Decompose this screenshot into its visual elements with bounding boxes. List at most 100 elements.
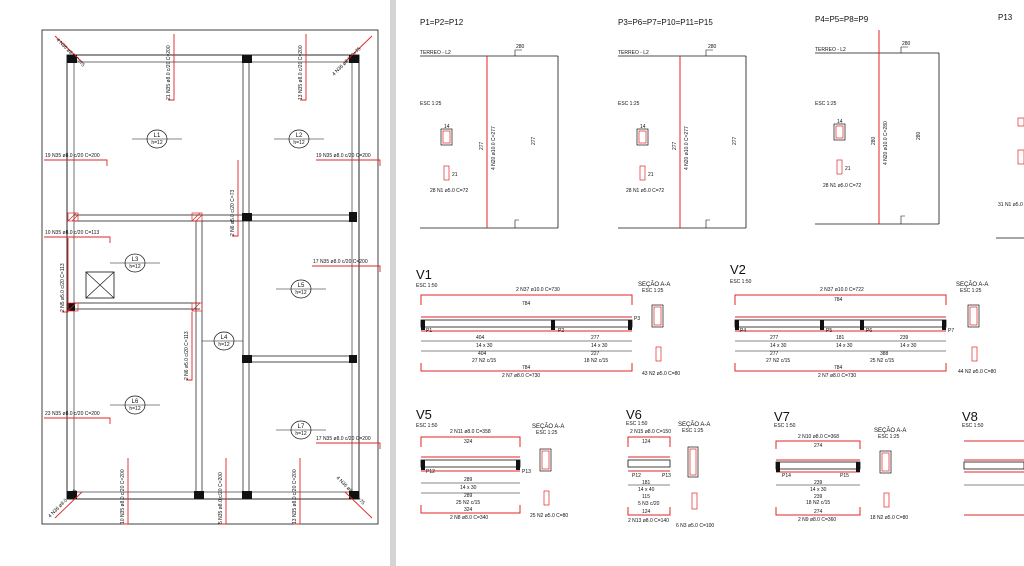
- dim-text: 289: [464, 477, 473, 483]
- slab-thickness: h=12: [151, 140, 162, 146]
- dim-text: 239: [814, 480, 823, 486]
- dim-text: 239: [900, 335, 909, 341]
- stirrup-spacing: 5 N3 c/20: [638, 501, 660, 507]
- support-label: P4: [740, 328, 746, 334]
- details-drawing: P1=P2=P12 TERREO - L2 280 ESC 1:25 4 N20…: [416, 13, 1024, 529]
- dim-text: 115: [642, 494, 650, 500]
- dim-text: 280: [871, 136, 877, 145]
- dim-text: 280: [708, 44, 717, 50]
- dim-text: 277: [479, 141, 485, 150]
- stirrup-text: 25 N2 ø5.0 C=80: [530, 513, 568, 519]
- pillar-detail-2: P3=P6=P7=P10=P11=P15 TERREO - L2 280 ESC…: [618, 18, 747, 229]
- scale-label: ESC 1:50: [416, 423, 438, 429]
- support-label: P2: [558, 328, 564, 334]
- svg-text:ESC 1:50: ESC 1:50: [962, 423, 984, 429]
- section-scale: ESC 1:25: [878, 434, 900, 440]
- slab-label: L2: [296, 133, 303, 139]
- support-label: P13: [522, 469, 531, 475]
- dim-text: 277: [732, 136, 738, 145]
- section-title: SEÇÃO A-A: [532, 423, 564, 430]
- pillars: [67, 55, 359, 499]
- stirrup-spacing: 25 N2 c/15: [870, 358, 894, 364]
- scale-label: ESC 1:50: [416, 283, 438, 289]
- stirrup-text: 28 N1 ø5.0 C=72: [626, 188, 664, 194]
- dim-text: 784: [834, 297, 843, 303]
- pillar-title: P13: [998, 13, 1013, 22]
- section-scale: ESC 1:25: [642, 288, 664, 294]
- corner-rebar: 4 N36 ø8.0 C=75 4 N36 ø8.0 C=75 4 N36 ø8…: [47, 35, 373, 519]
- slab-label: L1: [154, 133, 161, 139]
- scale-label: ESC 1:25: [618, 101, 640, 107]
- rebar-callouts-horizontal: 19 N35 ø8.0 c/20 C=200 19 N35 ø8.0 c/20 …: [44, 153, 381, 449]
- slab-L7: L7 h=12: [276, 420, 326, 440]
- dim-text: 124: [642, 439, 651, 445]
- dim-text: 324: [464, 507, 473, 513]
- dim-text: 404: [476, 335, 485, 341]
- rebar-text: 17 N35 ø8.0 c/20 C=200: [316, 436, 371, 442]
- stirrup-text: 18 N2 ø5.0 C=80: [870, 515, 908, 521]
- beam-title: V5: [416, 407, 432, 422]
- dim-text: 274: [814, 443, 823, 449]
- rebar-text: 13 N35 ø8.0 c/20 C=200: [292, 469, 298, 524]
- scale-label: ESC 1:50: [626, 421, 648, 427]
- slab-thickness: h=12: [218, 342, 229, 348]
- scale-label: ESC 1:25: [815, 101, 837, 107]
- section-dim: 14: [837, 119, 843, 125]
- stirrup-spacing: 25 N2 c/15: [456, 500, 480, 506]
- dim-text: 14 x 30: [476, 343, 493, 349]
- stirrup-text: 31 N1 ø5.0: [998, 202, 1023, 208]
- slab-L6: L6 h=12: [110, 395, 160, 415]
- dim-text: 14 x 30: [900, 343, 917, 349]
- support-label: P15: [840, 473, 849, 479]
- dim-text: 227: [591, 351, 600, 357]
- slab-L2: L2 h=12: [274, 129, 324, 149]
- pillar-detail-4: P13 31 N1 ø5.0: [996, 13, 1024, 239]
- beam-detail-V5: V5 ESC 1:50 2 N11 ø8.0 C=358 324 P12 P13…: [416, 407, 568, 521]
- support-label: P12: [426, 469, 435, 475]
- rebar-text: 2 N13 ø8.0 C=140: [628, 518, 669, 524]
- dim-text: 324: [464, 439, 473, 445]
- dim-text: 274: [814, 509, 823, 515]
- section-dim: 14: [640, 124, 646, 130]
- rebar-text: 2 N9 ø8.0 C=360: [798, 517, 836, 523]
- floor-plan-sheet: L1 h=12 L2 h=12 L3 h=12 L4 h=12 L5 h=12 …: [0, 0, 390, 566]
- dim-text: 124: [642, 509, 651, 515]
- svg-text:21: 21: [452, 172, 458, 178]
- beam-frame: [66, 54, 360, 500]
- hatched-supports: [67, 212, 203, 312]
- stirrup-spacing: 18 N2 c/15: [584, 358, 608, 364]
- rebar-text: 2 N10 ø8.0 C=368: [798, 434, 839, 440]
- scale-label: ESC 1:50: [774, 423, 796, 429]
- dim-text: 181: [642, 480, 651, 486]
- dim-text: 280: [516, 44, 525, 50]
- rebar-text: 4 N20 ø10.0 C=277: [684, 126, 690, 170]
- rebar-text: 5 N35 ø8.0 c/20 C=200: [218, 472, 224, 524]
- rebar-text: 4 N36 ø8.0 C=75: [55, 37, 86, 68]
- stirrup-spacing: 27 N2 c/15: [472, 358, 496, 364]
- rebar-text: 19 N35 ø8.0 c/20 C=200: [45, 153, 100, 159]
- rebar-text: 2 N37 ø10.0 C=722: [820, 287, 864, 293]
- beam-title: V8: [962, 409, 978, 424]
- dim-text: 14 x 30: [770, 343, 787, 349]
- dim-text: 14 x 40: [638, 487, 655, 493]
- pillar-detail-1: P1=P2=P12 TERREO - L2 280 ESC 1:25 4 N20…: [420, 18, 559, 229]
- rebar-text: 13 N35 ø8.0 c/20 C=200: [298, 45, 304, 100]
- section-scale: ESC 1:25: [960, 288, 982, 294]
- support-label: P7: [948, 328, 954, 334]
- support-label: P6: [866, 328, 872, 334]
- slab-label: L3: [132, 257, 139, 263]
- pillar-title: P1=P2=P12: [420, 18, 464, 27]
- dim-text: 277: [770, 351, 779, 357]
- slab-label: L7: [298, 424, 305, 430]
- dim-text: 277: [672, 141, 678, 150]
- dim-text: 277: [770, 335, 779, 341]
- section-scale: ESC 1:25: [682, 428, 704, 434]
- dim-text: 181: [836, 335, 845, 341]
- rebar-text: 10 N35 ø8.0 c/20 C=113: [45, 230, 99, 236]
- shaft-opening: [85, 271, 115, 299]
- rebar-text: 4 N20 ø10.0 C=277: [491, 126, 497, 170]
- rebar-text: 21 N35 ø8.0 c/20 C=200: [166, 45, 172, 100]
- section-dim: 14: [444, 124, 450, 130]
- section-title: SEÇÃO A-A: [956, 281, 988, 288]
- dim-text: 277: [531, 136, 537, 145]
